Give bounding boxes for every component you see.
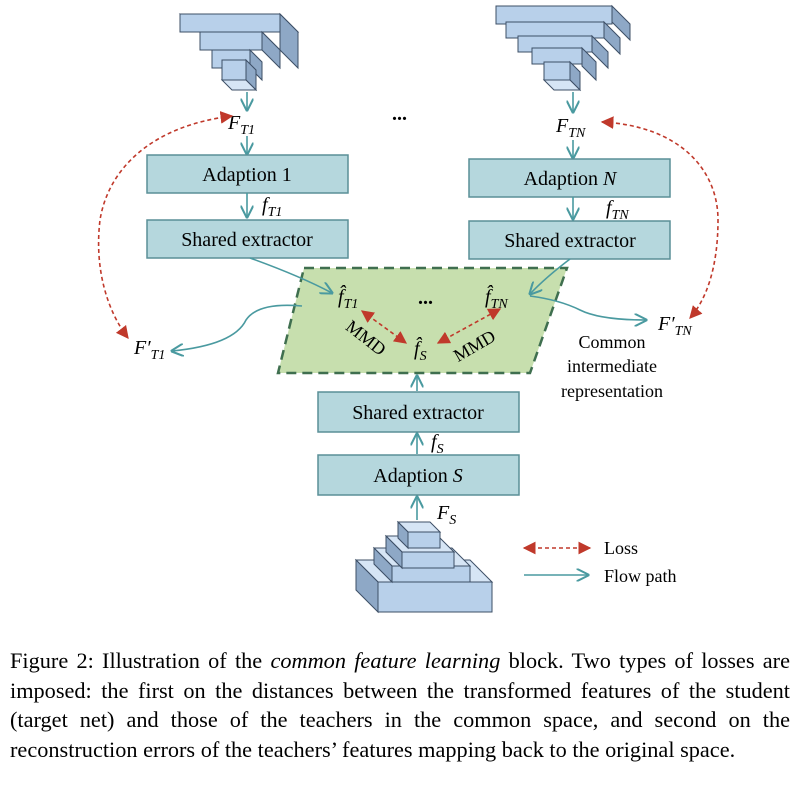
- recon-F-T1-label: F′T1: [133, 337, 165, 363]
- hat-f-S-label: f̂S: [414, 336, 427, 364]
- adaptionS-box: Adaption S: [317, 454, 520, 496]
- student-network-icon: [354, 520, 494, 614]
- svg-text:Shared extractor: Shared extractor: [504, 230, 636, 252]
- teacherN-shared-extractor-box: Shared extractor: [468, 220, 671, 260]
- legend-flow-label: Flow path: [604, 566, 677, 586]
- teacher1-network-icon: [178, 12, 300, 92]
- svg-text:Adaption N: Adaption N: [524, 168, 618, 190]
- legend: Loss Flow path: [522, 538, 677, 586]
- f-S-label: fS: [431, 431, 444, 457]
- svg-text:Adaption 1: Adaption 1: [202, 164, 291, 186]
- common-feature-learning-diagram: FT1 ... FTN Adaption 1 Adaption N fT1 fT…: [97, 4, 719, 614]
- f-T1-label: fT1: [262, 194, 282, 220]
- F-S-label: FS: [436, 502, 456, 528]
- adaptionN-box: Adaption N: [468, 158, 671, 198]
- common-label-line3: representation: [561, 381, 663, 401]
- svg-text:Shared extractor: Shared extractor: [352, 402, 484, 424]
- recon-F-TN-label: F′TN: [657, 313, 692, 339]
- svg-text:Adaption S: Adaption S: [373, 465, 462, 487]
- common-representation-region: [276, 266, 569, 375]
- common-ellipsis: ...: [418, 287, 433, 309]
- teachers-ellipsis: ...: [392, 103, 407, 125]
- f-TN-label: fTN: [606, 197, 629, 223]
- teacher1-shared-extractor-box: Shared extractor: [146, 219, 349, 259]
- hat-f-T1-label: f̂T1: [338, 284, 358, 312]
- figure-caption: Figure 2: Illustration of the common fea…: [10, 648, 790, 762]
- teacherN-feature-label: FTN: [555, 115, 586, 141]
- hat-f-TN-label: f̂TN: [485, 284, 508, 312]
- svg-text:Shared extractor: Shared extractor: [181, 229, 313, 251]
- legend-loss-label: Loss: [604, 538, 638, 558]
- common-label-line2: intermediate: [567, 356, 657, 376]
- common-label-line1: Common: [578, 332, 645, 352]
- teacherN-network-icon: [495, 4, 631, 92]
- student-shared-extractor-box: Shared extractor: [317, 391, 520, 433]
- adaption1-box: Adaption 1: [146, 154, 349, 194]
